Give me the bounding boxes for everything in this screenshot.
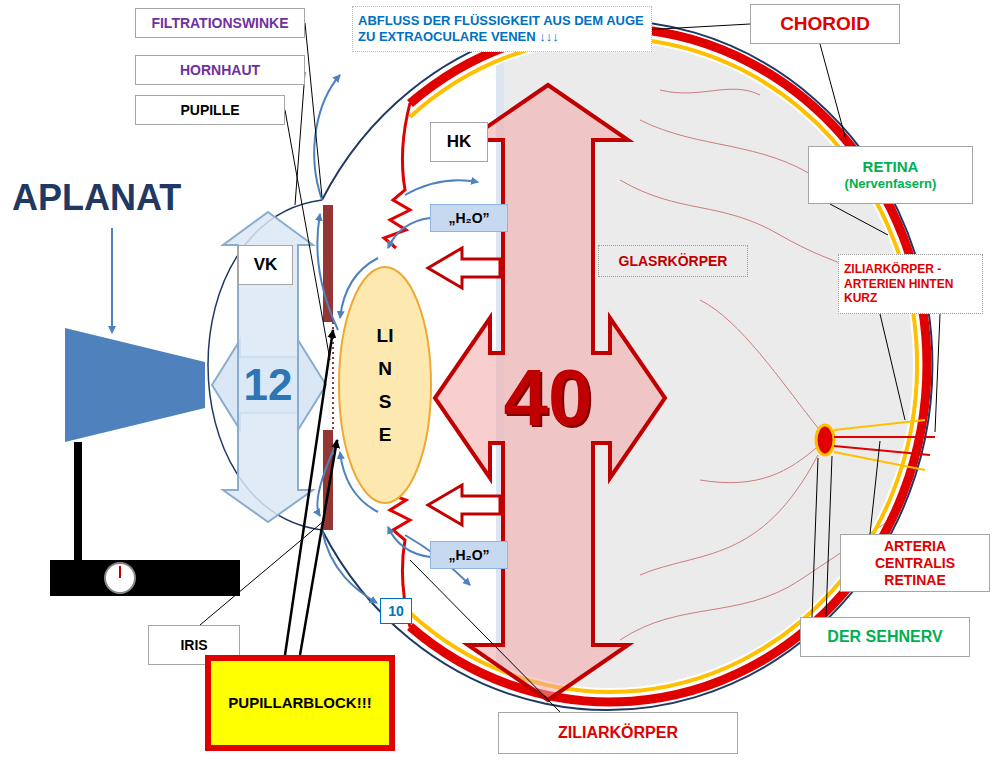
flow-arrow xyxy=(405,180,478,195)
part-label: CHOROID xyxy=(750,4,900,44)
fluid-box: „H₂O” xyxy=(430,541,508,569)
label-text: ZILIARKÖRPER -ARTERIEN HINTEN KURZ xyxy=(844,262,977,305)
label-text: GLASRKÖRPER xyxy=(619,253,728,270)
vessel xyxy=(700,448,816,483)
leader-line xyxy=(880,314,905,420)
part-label: ZILIARKÖRPER -ARTERIEN HINTEN KURZ xyxy=(838,254,983,314)
label-text: „H₂O” xyxy=(448,547,489,564)
tonometer-dial xyxy=(105,563,135,593)
flow-arrow xyxy=(317,214,338,330)
nerve-sheath xyxy=(834,420,925,430)
leader-line xyxy=(200,520,325,625)
globe-outline xyxy=(322,20,932,710)
label-text: CHOROID xyxy=(780,13,870,36)
choroid-layer xyxy=(410,28,927,702)
vessel xyxy=(660,89,760,95)
part-label: HORNHAUT xyxy=(135,55,305,85)
part-label: FILTRATIONSWINKE xyxy=(135,8,305,38)
chamber-label: VK xyxy=(238,245,293,285)
flow-arrow xyxy=(388,218,430,248)
label-text: LINSE xyxy=(376,319,395,452)
optic-disc xyxy=(816,425,834,455)
pressure-value: 40 xyxy=(504,358,593,438)
label-text: ABFLUSS DER FLÜSSIGKEIT AUS DEM AUGE ZU … xyxy=(358,13,646,44)
label-text: DER SEHNERV xyxy=(827,627,942,646)
chamber-label: HK xyxy=(430,122,488,162)
pressure-arrow xyxy=(435,85,665,700)
flow-arrow xyxy=(322,530,377,603)
leader-lines xyxy=(200,23,940,712)
leader-line xyxy=(410,560,560,712)
lens-shape xyxy=(337,265,433,505)
pressure-arrow xyxy=(223,212,313,522)
flow-arrow xyxy=(388,527,430,557)
pressure-arrow xyxy=(428,248,500,288)
part-label: ZILIARKÖRPER xyxy=(498,712,738,754)
alert-box: PUPILLARBLOCK!!! xyxy=(205,655,395,751)
leader-line xyxy=(830,204,888,235)
part-label: RETINA(Nervenfasern) xyxy=(808,146,973,204)
label-text: PUPILLARBLOCK!!! xyxy=(228,694,371,712)
part-label: PUPILLE xyxy=(135,95,285,125)
leader-line xyxy=(295,72,305,205)
label-text: HK xyxy=(447,132,472,152)
artery xyxy=(834,446,930,455)
label-text: VK xyxy=(254,255,278,275)
fluid-box: „H₂O” xyxy=(430,204,508,232)
leader-line xyxy=(642,24,750,30)
leader-line xyxy=(285,110,330,360)
leader-line xyxy=(826,456,832,617)
dial-needle xyxy=(119,566,121,578)
label-text: „H₂O” xyxy=(448,210,489,227)
label-text: FILTRATIONSWINKE xyxy=(151,15,288,32)
label-text: ARTERIA CENTRALIS RETINAE xyxy=(846,538,984,588)
artery xyxy=(834,436,935,438)
leader-line xyxy=(935,314,940,432)
part-label: GLASRKÖRPER xyxy=(598,245,748,277)
leader-line xyxy=(812,458,818,617)
nerve-sheath xyxy=(834,452,925,470)
label-text: RETINA xyxy=(863,158,919,176)
leader-line xyxy=(820,44,846,140)
flow-note: ABFLUSS DER FLÜSSIGKEIT AUS DEM AUGE ZU … xyxy=(352,6,652,52)
pressure-value: 12 xyxy=(244,363,293,407)
vessel xyxy=(640,120,820,180)
tonometer-stand xyxy=(74,442,82,560)
label-text: PUPILLE xyxy=(180,102,239,119)
label-text: ZILIARKÖRPER xyxy=(558,723,678,742)
pressure-arrow xyxy=(428,485,500,525)
pointer-arrow xyxy=(111,228,113,333)
pointer-arrow xyxy=(300,440,337,655)
vessel xyxy=(700,300,818,428)
device-label: APLANAT xyxy=(12,180,181,216)
leader-line xyxy=(870,441,880,534)
vessel xyxy=(640,455,818,575)
callout-number: 10 xyxy=(380,598,412,624)
label-text: HORNHAUT xyxy=(180,62,260,79)
label-text: IRIS xyxy=(180,637,207,654)
part-label: ARTERIA CENTRALIS RETINAE xyxy=(840,534,990,592)
lens-outline xyxy=(339,267,431,503)
leader-line xyxy=(305,23,322,197)
label-text: (Nervenfasern) xyxy=(845,176,937,192)
part-label: DER SEHNERV xyxy=(800,617,970,657)
flow-arrow xyxy=(314,75,340,200)
tonometer-base xyxy=(50,560,240,596)
tonometer-head xyxy=(65,328,205,442)
lens: LINSE xyxy=(337,265,433,505)
label-text: 10 xyxy=(388,603,404,620)
